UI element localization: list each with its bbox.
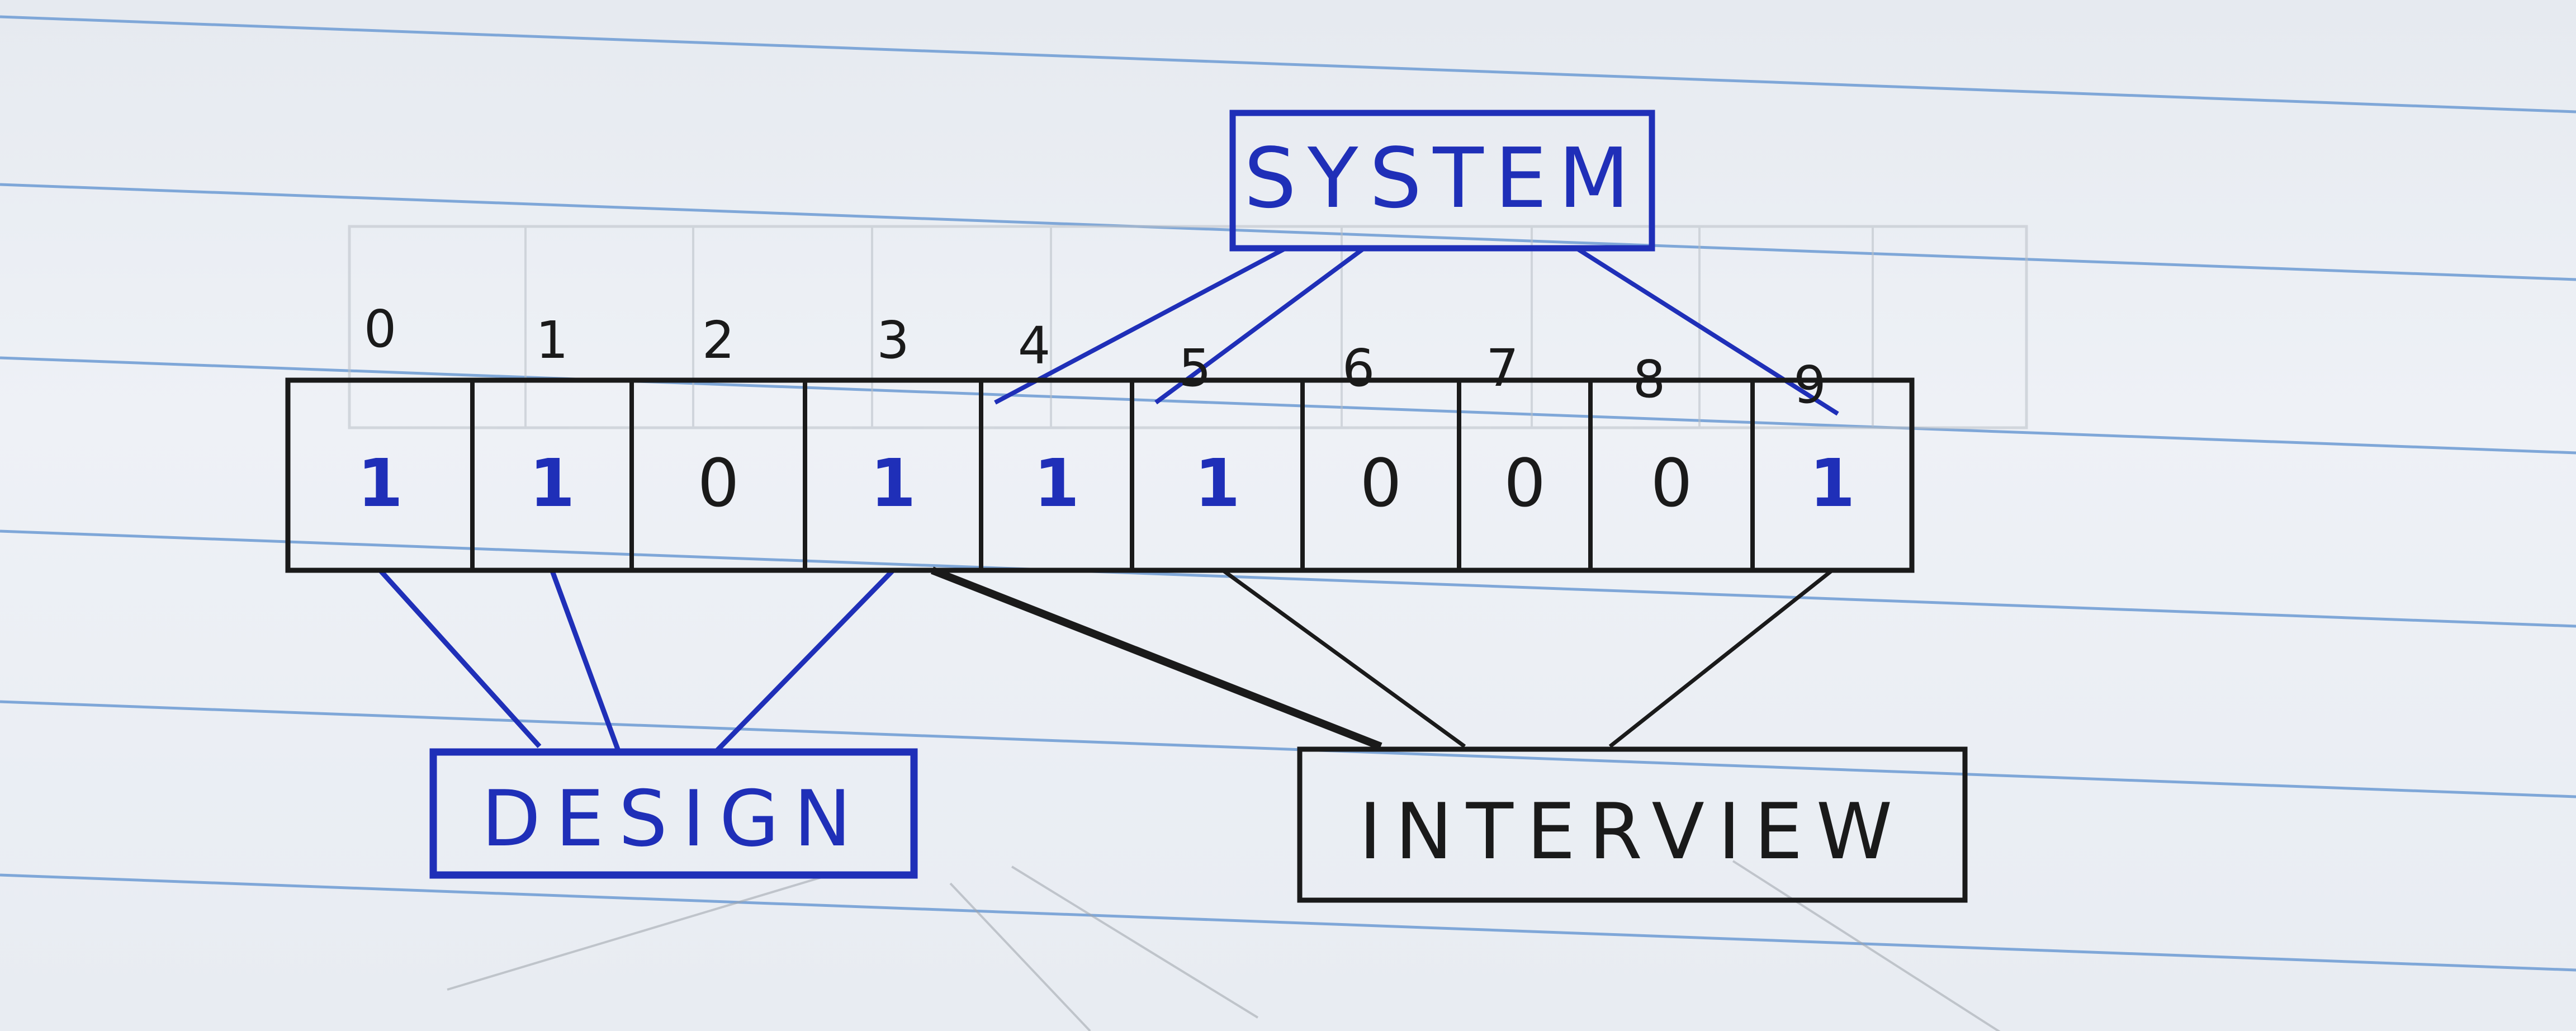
bit-array: 1 1 0 1 1 1 0 0 0 1 [285, 377, 1915, 573]
link-design-cell-1 [550, 569, 621, 750]
system-box-label: SYSTEM [1244, 130, 1641, 226]
ruled-lines [0, 15, 2576, 972]
rule-line-0 [0, 15, 2576, 113]
bit-cell-3: 1 [870, 444, 916, 522]
rule-line-5 [0, 873, 2576, 972]
rule-line-4 [0, 700, 2576, 798]
design-box-label: DESIGN [481, 774, 866, 864]
link-interview-cell-9 [1608, 569, 1834, 748]
bit-cell-1: 1 [529, 444, 575, 522]
connector-lines [378, 246, 1839, 754]
index-label-6: 6 [1342, 338, 1375, 398]
bit-cell-8: 0 [1650, 444, 1692, 522]
index-label-2: 2 [702, 310, 735, 370]
link-design-cell-3 [713, 568, 895, 754]
link-system-cell-4 [994, 246, 1287, 405]
index-label-5: 5 [1178, 338, 1211, 398]
link-interview-cell-3 [930, 566, 1382, 750]
index-label-9: 9 [1793, 355, 1826, 415]
index-label-1: 1 [536, 310, 569, 370]
bit-cell-0: 1 [357, 444, 403, 522]
rule-line-1 [0, 183, 2576, 281]
index-label-4: 4 [1018, 316, 1051, 376]
system-box: SYSTEM [1229, 110, 1655, 252]
bit-cell-5: 1 [1194, 444, 1240, 522]
bit-cell-9: 1 [1809, 444, 1855, 522]
rule-line-3 [0, 529, 2576, 628]
index-label-7: 7 [1486, 338, 1519, 398]
bit-cell-7: 0 [1504, 444, 1546, 522]
array-outline [285, 377, 1915, 573]
link-interview-cell-5 [1221, 569, 1466, 748]
bit-cell-4: 1 [1034, 444, 1079, 522]
index-label-0: 0 [364, 299, 397, 359]
bit-cell-6: 0 [1360, 444, 1401, 522]
interview-box: INTERVIEW [1297, 746, 1968, 903]
link-system-cell-9 [1575, 246, 1839, 416]
rule-line-2 [0, 356, 2576, 455]
bit-cell-2: 0 [697, 444, 739, 522]
index-label-3: 3 [877, 310, 910, 370]
link-system-cell-5 [1154, 246, 1366, 405]
interview-box-label: INTERVIEW [1359, 787, 1906, 877]
link-design-cell-0 [378, 568, 542, 749]
design-box: DESIGN [429, 748, 918, 879]
